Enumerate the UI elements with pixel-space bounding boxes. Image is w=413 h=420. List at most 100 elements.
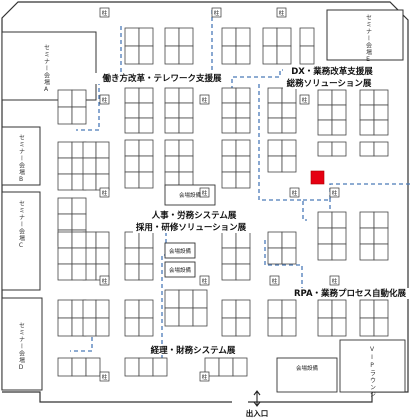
booth[interactable] xyxy=(235,87,251,104)
booth[interactable] xyxy=(331,211,347,229)
booth[interactable] xyxy=(164,155,180,173)
booth[interactable] xyxy=(221,299,237,319)
booth[interactable] xyxy=(331,299,347,319)
booth[interactable] xyxy=(138,117,154,134)
booth[interactable] xyxy=(124,102,140,119)
booth[interactable] xyxy=(276,45,292,65)
booth[interactable] xyxy=(299,45,315,65)
booth[interactable] xyxy=(373,317,389,337)
booth[interactable] xyxy=(317,211,333,229)
booth[interactable] xyxy=(57,317,73,337)
booth[interactable] xyxy=(281,139,297,157)
booth[interactable] xyxy=(124,171,140,189)
booth[interactable] xyxy=(138,45,154,65)
booth[interactable] xyxy=(124,27,140,47)
booth[interactable] xyxy=(138,139,154,157)
booth[interactable] xyxy=(71,247,87,265)
booth[interactable] xyxy=(57,357,73,377)
booth[interactable] xyxy=(71,89,87,108)
booth[interactable] xyxy=(95,247,110,265)
booth[interactable] xyxy=(373,119,389,136)
booth[interactable] xyxy=(178,102,194,119)
booth[interactable] xyxy=(178,87,194,104)
booth[interactable] xyxy=(95,317,110,337)
booth[interactable] xyxy=(57,89,73,108)
booth[interactable] xyxy=(235,27,251,47)
booth[interactable] xyxy=(235,45,251,65)
booth[interactable] xyxy=(138,263,154,281)
booth[interactable] xyxy=(221,263,237,281)
booth[interactable] xyxy=(359,227,375,245)
booth[interactable] xyxy=(221,139,237,157)
booth[interactable] xyxy=(281,317,297,337)
booth[interactable] xyxy=(221,27,237,47)
booth[interactable] xyxy=(71,231,87,249)
booth[interactable] xyxy=(235,247,251,265)
booth[interactable] xyxy=(267,117,283,134)
booth[interactable] xyxy=(373,141,389,157)
booth[interactable] xyxy=(138,171,154,189)
booth[interactable] xyxy=(235,231,251,249)
booth[interactable] xyxy=(235,117,251,134)
booth[interactable] xyxy=(331,141,347,157)
booth[interactable] xyxy=(57,197,73,215)
booth[interactable] xyxy=(164,27,180,47)
booth[interactable] xyxy=(221,87,237,104)
booth[interactable] xyxy=(331,89,347,106)
booth[interactable] xyxy=(317,141,333,157)
booth[interactable] xyxy=(267,102,283,119)
booth[interactable] xyxy=(57,157,73,175)
booth[interactable] xyxy=(71,197,87,215)
booth[interactable] xyxy=(57,213,73,231)
booth[interactable] xyxy=(95,157,110,175)
booth[interactable] xyxy=(317,89,333,106)
booth[interactable] xyxy=(164,45,180,65)
booth[interactable] xyxy=(359,141,375,157)
booth[interactable] xyxy=(138,231,154,249)
booth[interactable] xyxy=(299,27,315,47)
booth[interactable] xyxy=(373,227,389,245)
booth[interactable] xyxy=(178,155,194,173)
booth[interactable] xyxy=(164,289,180,309)
booth[interactable] xyxy=(178,45,194,65)
booth[interactable] xyxy=(276,27,292,47)
booth[interactable] xyxy=(281,155,297,173)
booth[interactable] xyxy=(164,87,180,104)
booth[interactable] xyxy=(317,243,333,261)
booth[interactable] xyxy=(267,247,283,265)
booth[interactable] xyxy=(281,299,297,319)
booth[interactable] xyxy=(317,317,333,337)
booth[interactable] xyxy=(262,45,278,65)
booth[interactable] xyxy=(138,317,154,337)
booth[interactable] xyxy=(281,231,297,249)
booth[interactable] xyxy=(359,104,375,121)
booth[interactable] xyxy=(71,213,87,231)
booth[interactable] xyxy=(178,139,194,157)
booth[interactable] xyxy=(359,317,375,337)
booth[interactable] xyxy=(124,247,140,265)
booth[interactable] xyxy=(82,317,97,337)
booth[interactable] xyxy=(82,299,97,319)
booth[interactable] xyxy=(124,299,140,319)
booth[interactable] xyxy=(124,231,140,249)
booth[interactable] xyxy=(82,173,97,191)
booth[interactable] xyxy=(221,117,237,134)
booth[interactable] xyxy=(124,45,140,65)
booth[interactable] xyxy=(359,299,375,319)
booth[interactable] xyxy=(373,89,389,106)
booth[interactable] xyxy=(267,299,283,319)
booth[interactable] xyxy=(124,87,140,104)
booth[interactable] xyxy=(317,119,333,136)
booth[interactable] xyxy=(359,211,375,229)
booth[interactable] xyxy=(164,139,180,157)
booth[interactable] xyxy=(138,299,154,319)
booth[interactable] xyxy=(235,299,251,319)
booth[interactable] xyxy=(267,317,283,337)
booth[interactable] xyxy=(164,102,180,119)
booth[interactable] xyxy=(124,139,140,157)
booth[interactable] xyxy=(138,102,154,119)
booth[interactable] xyxy=(138,87,154,104)
booth[interactable] xyxy=(221,45,237,65)
booth[interactable] xyxy=(124,117,140,134)
booth[interactable] xyxy=(82,141,97,159)
